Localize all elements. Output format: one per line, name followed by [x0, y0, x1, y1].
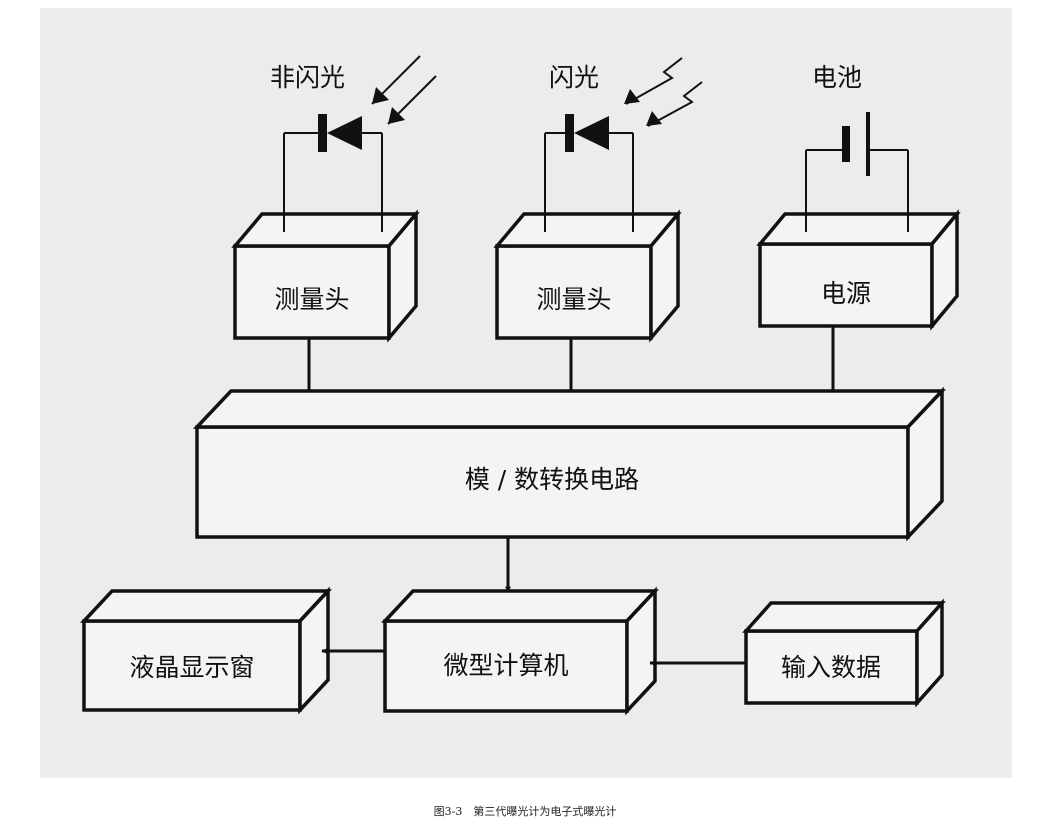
- measuring-head-box-2: [493, 209, 682, 343]
- input-box: [742, 598, 946, 708]
- label-flash: 闪光: [549, 63, 599, 92]
- adc-label: 模 / 数转换电路: [465, 465, 639, 494]
- input-label: 输入数据: [781, 653, 881, 682]
- light-arrows-lightning-icon: [624, 57, 703, 127]
- power-label: 电源: [821, 279, 871, 308]
- adc-box: [192, 386, 947, 542]
- measuring-head-label-2: 测量头: [536, 285, 611, 314]
- light-arrows-straight-icon: [371, 55, 437, 125]
- power-box: [756, 209, 961, 331]
- lcd-label: 液晶显示窗: [129, 653, 254, 682]
- figure-caption: 图3-3 第三代曝光计为电子式曝光计: [434, 804, 617, 818]
- label-battery: 电池: [812, 63, 862, 92]
- mcu-label: 微型计算机: [443, 651, 568, 680]
- lcd-box: [79, 586, 333, 715]
- photodiode-non-flash-icon: [283, 114, 383, 232]
- measuring-head-box-1: [231, 209, 420, 343]
- measuring-head-label-1: 测量头: [274, 285, 349, 314]
- label-non-flash: 非闪光: [270, 63, 345, 92]
- mcu-box: [380, 586, 660, 716]
